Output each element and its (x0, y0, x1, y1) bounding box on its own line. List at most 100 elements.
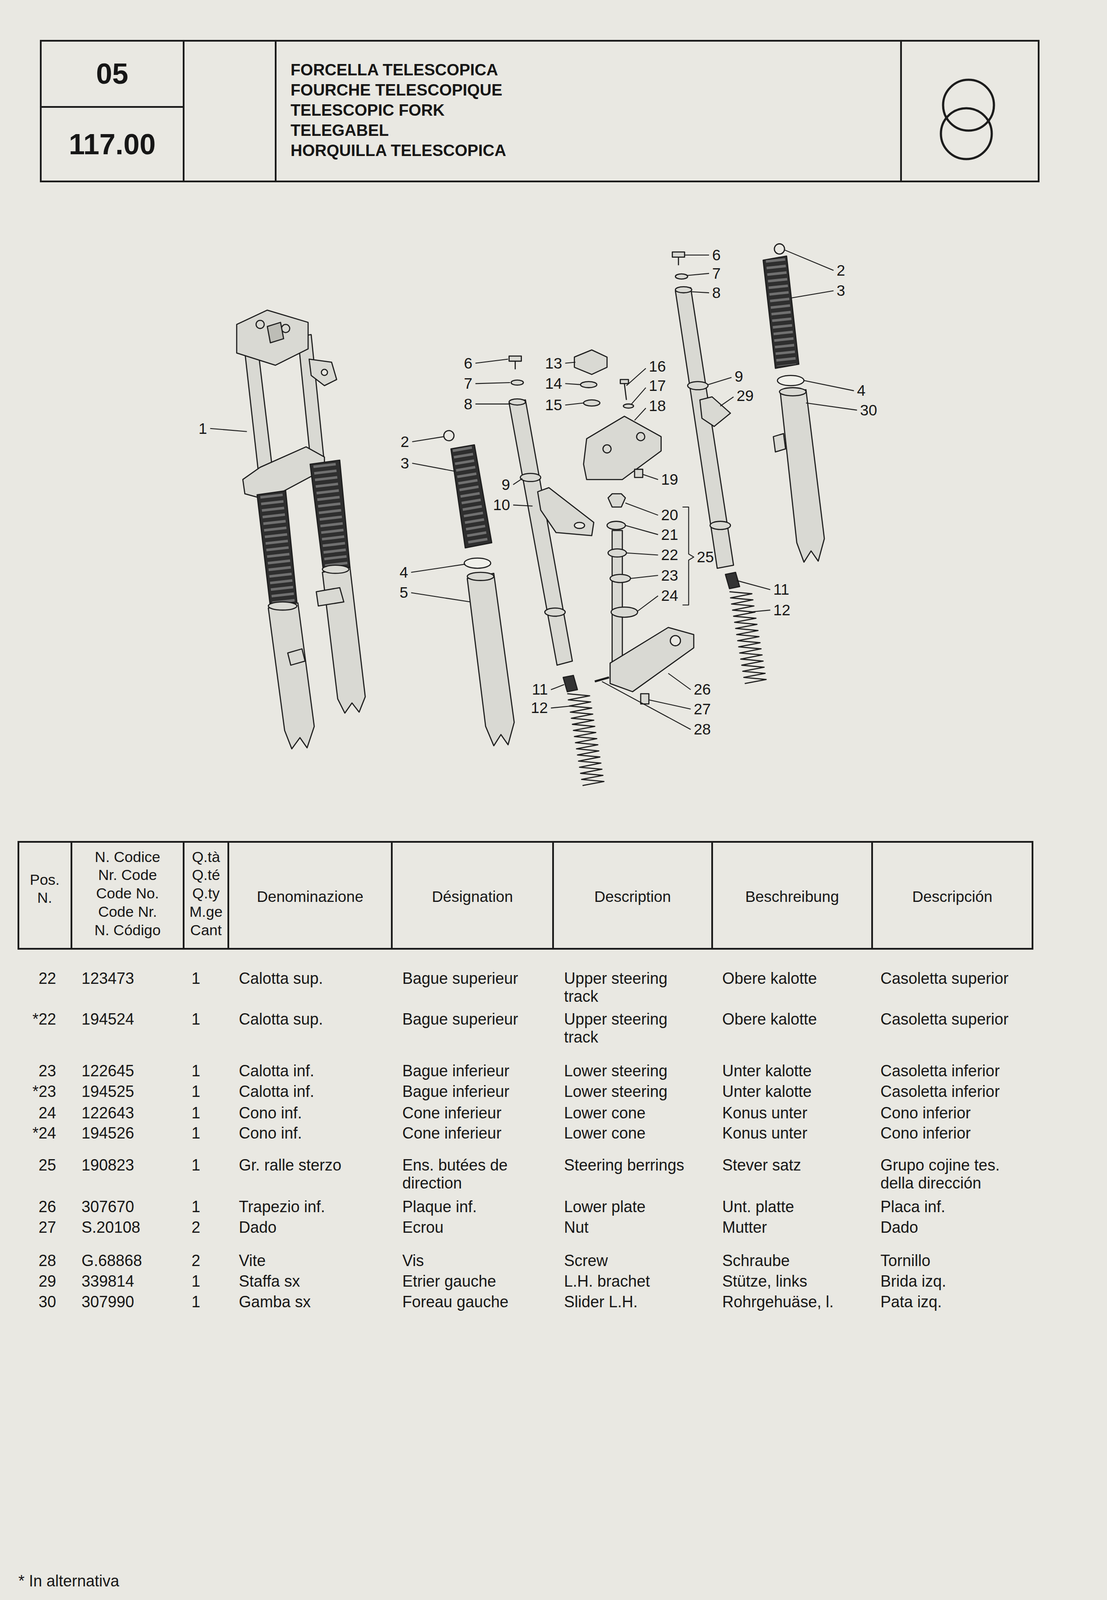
table-cell: 24 (13, 1103, 57, 1122)
column-header: Q.tà (184, 847, 228, 866)
illustration-polygon (308, 358, 337, 386)
column-header: N. Codice (73, 847, 182, 866)
column-header: Denominazione (230, 887, 391, 906)
table-cell: Stütze, links (722, 1272, 872, 1291)
callout-number: 16 (649, 358, 689, 376)
illustration-line (182, 841, 185, 949)
left-leg-parts (443, 355, 604, 786)
table-cell: Konus unter (722, 1103, 872, 1122)
illustration-line (412, 463, 456, 472)
illustration-circle (603, 444, 612, 454)
table-cell: Bague inferieur (402, 1082, 552, 1101)
table-cell: Unter kalotte (722, 1061, 872, 1080)
illustration-line (70, 841, 73, 949)
illustration-line (594, 677, 610, 682)
callout-number: 18 (649, 397, 689, 415)
title-line: FOURCHE TELESCOPIQUE (290, 80, 503, 101)
table-cell: Etrier gauche (402, 1272, 552, 1291)
illustration-ellipse (520, 473, 541, 482)
illustration-rect (634, 469, 643, 478)
callout-number: 12 (508, 699, 548, 717)
illustration-polygon (509, 355, 522, 362)
table-cell: Lower plate (564, 1197, 705, 1216)
table-cell: Mutter (722, 1218, 872, 1237)
illustration-line (411, 564, 465, 573)
table-cell: Pata izq. (880, 1292, 1035, 1311)
table-cell: 122645 (81, 1061, 178, 1080)
table-cell: Cone inferieur (402, 1103, 552, 1122)
illustration-ellipse (467, 572, 494, 581)
table-cell: Lower steering (564, 1061, 705, 1080)
illustration-line (748, 610, 771, 613)
illustration-line (736, 580, 771, 590)
callout-number: 3 (836, 282, 877, 300)
illustration-line (210, 428, 248, 432)
sheet-number-cell: 05 (40, 40, 184, 107)
right-leg-parts (672, 243, 825, 684)
table-cell: *23 (13, 1082, 57, 1101)
callout-number: 6 (712, 246, 752, 264)
callout-number: 30 (860, 401, 900, 419)
illustration-polygon (762, 255, 799, 369)
illustration-circle (255, 320, 265, 329)
callout-number: 7 (712, 265, 752, 283)
title-cell: FORCELLA TELESCOPICAFOURCHE TELESCOPIQUE… (275, 40, 902, 182)
table-cell: G.68868 (81, 1251, 178, 1270)
table-cell: Ecrou (402, 1218, 552, 1237)
illustration-ellipse (464, 557, 491, 568)
table-cell: 1 (173, 1197, 218, 1216)
illustration-circle (943, 79, 994, 131)
illustration-line (805, 403, 857, 411)
table-frame (18, 841, 1033, 949)
table-cell: Cone inferieur (402, 1124, 552, 1143)
illustration-line (624, 383, 627, 400)
callout-number: 23 (661, 567, 701, 585)
table-cell: *22 (13, 1010, 57, 1029)
illustration-ellipse (623, 404, 634, 409)
callout-number: 4 (368, 564, 409, 582)
callout-number: 9 (734, 368, 774, 386)
illustration-line (565, 383, 581, 385)
illustration-ellipse (687, 381, 709, 391)
column-header: Nr. Code (73, 865, 182, 884)
illustration-ellipse (610, 606, 638, 618)
callout-number: 26 (693, 681, 734, 699)
table-cell: Grupo cojine tes. della dirección (880, 1156, 1035, 1193)
column-header: M.ge (184, 902, 228, 921)
table-cell: Dado (880, 1218, 1035, 1237)
table-cell: 194525 (81, 1082, 178, 1101)
table-cell: Placa inf. (880, 1197, 1035, 1216)
illustration-circle (940, 108, 992, 160)
table-cell: Casoletta superior (880, 1010, 1035, 1029)
illustration-line (625, 503, 658, 516)
illustration-line (784, 249, 834, 271)
illustration-line (550, 684, 565, 690)
table-cell: 23 (13, 1061, 57, 1080)
illustration-ellipse (606, 521, 626, 530)
callout-number: 19 (661, 471, 701, 489)
illustration-line (900, 40, 902, 182)
table-cell: 1 (173, 969, 218, 988)
table-cell: 1 (173, 1103, 218, 1122)
illustration-polygon (316, 587, 345, 607)
table-cell: 22 (13, 969, 57, 988)
callout-number: 8 (712, 284, 752, 302)
illustration-line (720, 397, 734, 407)
table-cell: L.H. brachet (564, 1272, 705, 1291)
header-frame (40, 40, 1039, 182)
table-cell: Cono inf. (238, 1103, 393, 1122)
table-cell: 1 (173, 1156, 218, 1175)
illustration-line (550, 706, 572, 709)
callout-number: 3 (369, 454, 410, 472)
table-cell: 2 (173, 1218, 218, 1237)
table-cell: 339814 (81, 1272, 178, 1291)
table-cell: Cono inferior (880, 1124, 1035, 1143)
fork-assembly (236, 310, 366, 749)
illustration-ellipse (574, 522, 585, 529)
illustration-polygon (236, 310, 309, 366)
table-cell: 194524 (81, 1010, 178, 1029)
table-cell: *24 (13, 1124, 57, 1143)
callout-number: 2 (369, 433, 410, 451)
table-cell: Casoletta inferior (880, 1082, 1035, 1101)
